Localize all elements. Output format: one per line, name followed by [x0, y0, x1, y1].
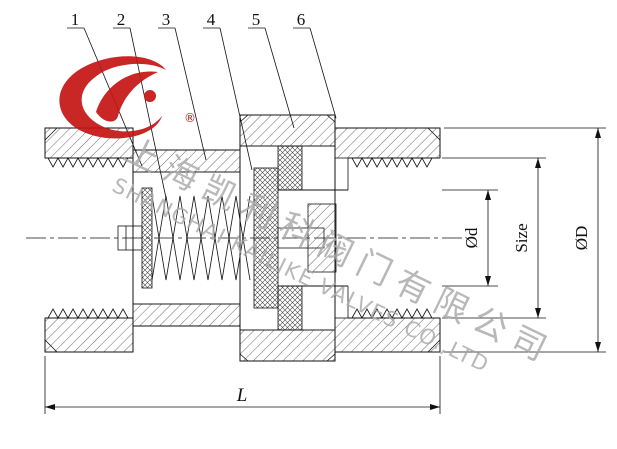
spring [151, 195, 251, 281]
body-neck [133, 149, 240, 327]
dim-label-inner-diameter: Ød [462, 227, 481, 248]
logo-flame-icon [96, 71, 158, 122]
dimension-outer-diameter: ØD [444, 127, 606, 353]
left-port-threads [47, 157, 129, 319]
callout-6-number: 6 [297, 10, 306, 29]
flow-bore [278, 189, 348, 287]
callout-2: 2 [113, 10, 167, 199]
callout-2-number: 2 [117, 10, 126, 29]
callout-5: 5 [248, 10, 295, 129]
dimension-size: Size [442, 157, 546, 319]
right-end-cap [335, 127, 441, 353]
dimension-inner-diameter: Ød [442, 189, 498, 287]
right-port-threads [351, 157, 433, 319]
logo-swoosh-icon [59, 56, 166, 139]
callout-6: 6 [293, 10, 337, 119]
dim-label-size: Size [512, 223, 531, 252]
stem-guide [307, 203, 337, 273]
callout-4-number: 4 [207, 10, 216, 29]
callout-3: 3 [158, 10, 207, 161]
logo-dot-icon [144, 90, 156, 102]
callout-5-number: 5 [252, 10, 261, 29]
seat-ring [277, 145, 303, 331]
callout-3-number: 3 [162, 10, 171, 29]
part-callouts: 1 2 3 4 5 6 [67, 10, 337, 199]
callout-4: 4 [203, 10, 253, 171]
dimension-length: L [44, 356, 441, 414]
section-hatching [44, 114, 441, 362]
brand-logo: ® [59, 56, 196, 139]
registered-trademark: ® [184, 111, 196, 125]
dim-label-outer-diameter: ØD [572, 226, 591, 251]
spring-retainer [141, 187, 153, 289]
callout-1-number: 1 [71, 10, 80, 29]
dim-label-length: L [236, 385, 248, 406]
valve-body-section [44, 114, 441, 362]
